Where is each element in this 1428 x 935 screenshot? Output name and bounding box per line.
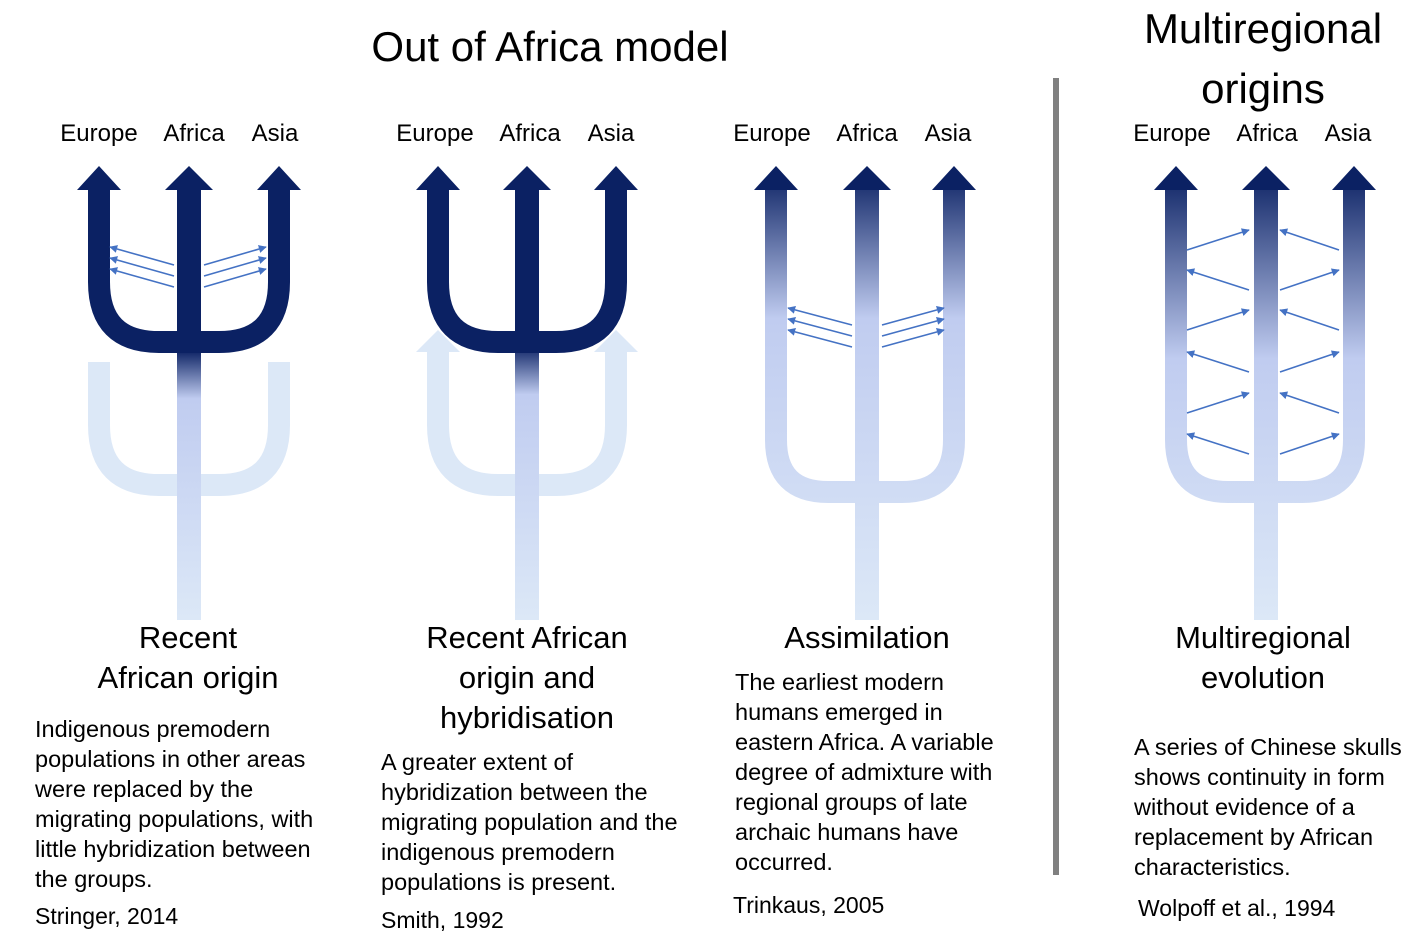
- description-line: migrating populations, with: [35, 806, 314, 832]
- model-title-line: Multiregional: [1175, 620, 1351, 655]
- region-label-asia: Asia: [587, 120, 635, 147]
- description-line: populations is present.: [381, 869, 617, 895]
- citation-smith: Smith, 1992: [381, 907, 504, 933]
- description-line: regional groups of late: [735, 789, 968, 815]
- citation-wolpoff: Wolpoff et al., 1994: [1138, 895, 1336, 921]
- description-line: occurred.: [735, 849, 833, 875]
- citation-stringer: Stringer, 2014: [35, 903, 179, 929]
- multiregional-heading-line1: Multiregional: [1143, 5, 1383, 52]
- out-of-africa-heading: Out of Africa model: [371, 23, 729, 70]
- region-label-africa: Africa: [836, 120, 898, 147]
- description-line: indigenous premodern: [381, 839, 615, 865]
- description-line: eastern Africa. A variable: [735, 729, 994, 755]
- model-title-line: Recent: [138, 620, 238, 655]
- description-line: Indigenous premodern: [35, 716, 271, 742]
- model-title-line: African origin: [97, 660, 279, 695]
- description-line: The earliest modern: [735, 669, 944, 695]
- model-title-hybridisation: Recent African origin and hybridisation: [377, 618, 677, 738]
- model-title-line: origin and: [458, 660, 596, 695]
- description-line: the groups.: [35, 866, 153, 892]
- region-label-africa: Africa: [1236, 120, 1298, 147]
- description-line: populations in other areas: [35, 746, 306, 772]
- description-line: migrating population and the: [381, 809, 678, 835]
- region-label-asia: Asia: [251, 120, 299, 147]
- description-line: A greater extent of: [381, 749, 574, 775]
- region-label-asia: Asia: [924, 120, 972, 147]
- model-description-hybridisation: A greater extent of hybridization betwee…: [381, 747, 711, 897]
- description-line: A series of Chinese skulls: [1134, 734, 1402, 760]
- region-label-africa: Africa: [499, 120, 561, 147]
- description-line: hybridization between the: [381, 779, 648, 805]
- region-label-europe: Europe: [733, 120, 811, 147]
- description-line: were replaced by the: [35, 776, 254, 802]
- trident-recent-african-origin: [77, 166, 301, 620]
- region-label-europe: Europe: [396, 120, 474, 147]
- section-divider: [1053, 78, 1059, 875]
- region-label-africa: Africa: [163, 120, 225, 147]
- description-line: humans emerged in: [735, 699, 943, 725]
- model-title-line: Assimilation: [784, 620, 950, 655]
- description-line: little hybridization between: [35, 836, 311, 862]
- trident-hybridisation: [416, 166, 638, 620]
- model-description-assimilation: The earliest modern humans emerged in ea…: [735, 667, 1035, 877]
- trident-multiregional: [1154, 166, 1376, 620]
- model-title-assimilation: Assimilation: [717, 618, 1017, 658]
- description-line: without evidence of a: [1134, 794, 1355, 820]
- description-line: replacement by African: [1134, 824, 1374, 850]
- model-description-recent-african-origin: Indigenous premodern populations in othe…: [35, 714, 355, 894]
- description-line: archaic humans have: [735, 819, 959, 845]
- region-label-europe: Europe: [1133, 120, 1211, 147]
- model-title-line: hybridisation: [439, 700, 615, 735]
- trident-assimilation: [754, 166, 976, 620]
- description-line: degree of admixture with: [735, 759, 993, 785]
- model-title-recent-african-origin: Recent African origin: [38, 618, 338, 698]
- model-description-multiregional-evolution: A series of Chinese skulls shows continu…: [1134, 732, 1424, 882]
- description-line: characteristics.: [1134, 854, 1291, 880]
- region-label-europe: Europe: [60, 120, 138, 147]
- model-title-line: Recent African: [426, 620, 628, 655]
- description-line: shows continuity in form: [1134, 764, 1385, 790]
- citation-trinkaus: Trinkaus, 2005: [733, 892, 885, 918]
- model-title-multiregional-evolution: Multiregional evolution: [1113, 618, 1413, 698]
- region-label-asia: Asia: [1324, 120, 1372, 147]
- multiregional-heading-line2: origins: [1201, 65, 1325, 112]
- model-title-line: evolution: [1200, 660, 1326, 695]
